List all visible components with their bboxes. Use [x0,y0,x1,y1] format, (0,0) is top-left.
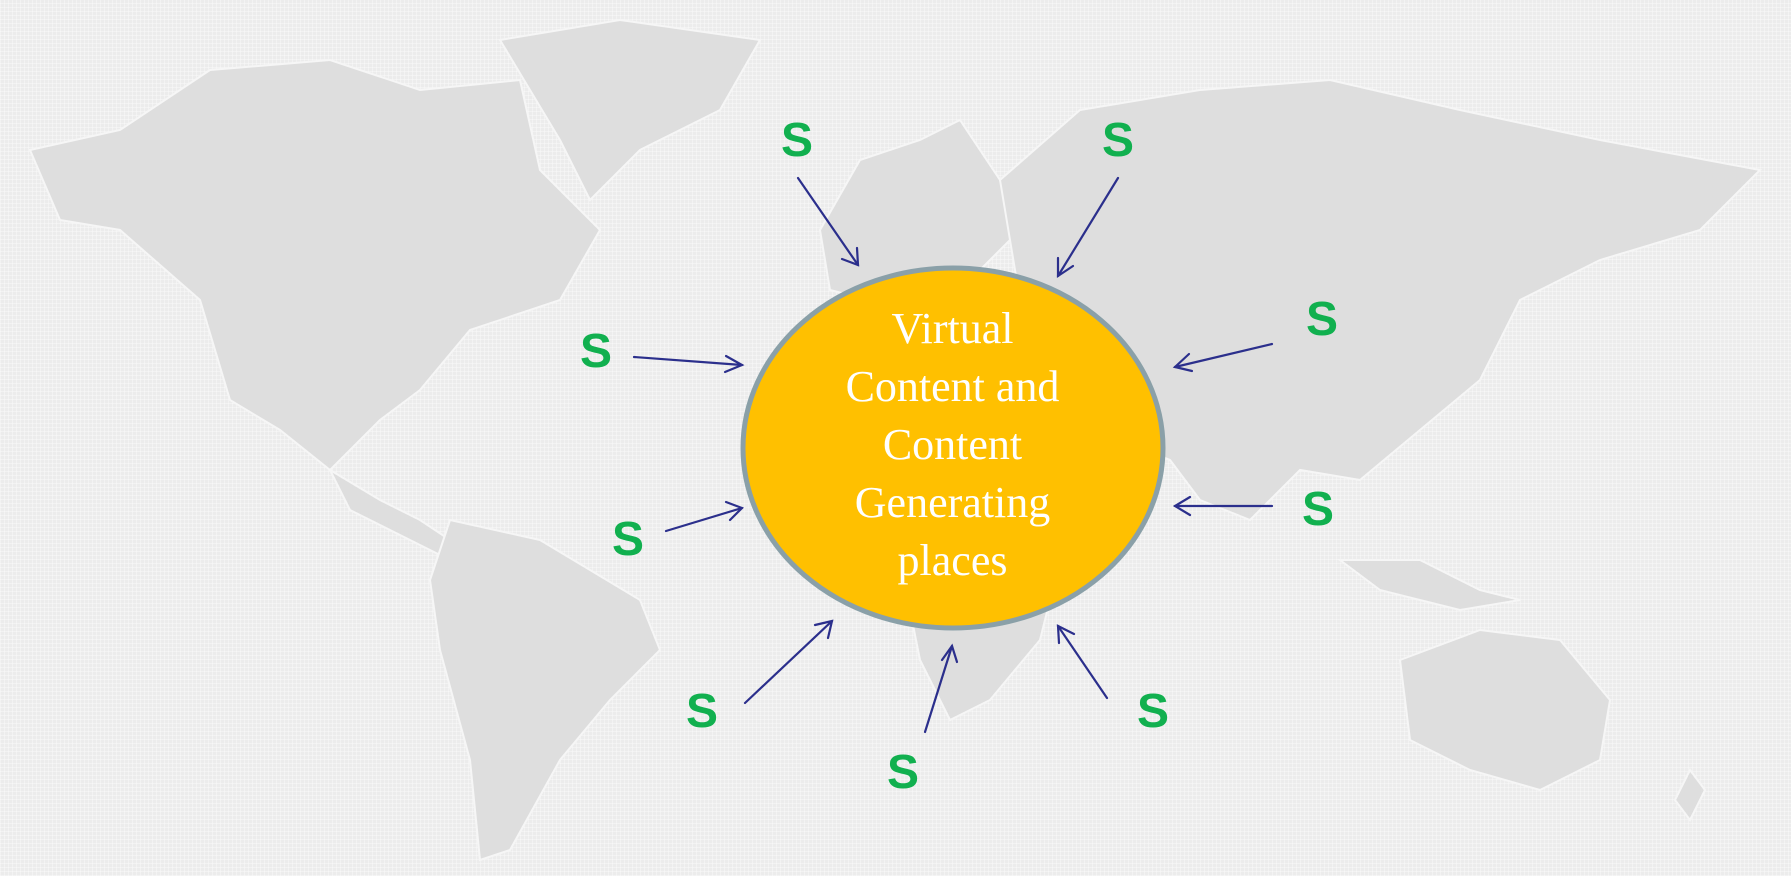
source-node-right-lower: S [1302,483,1335,536]
center-node-label: Virtual Content and Content Generating p… [800,300,1105,590]
arrow-2 [1056,176,1120,279]
arrow-6 [1172,495,1274,517]
continent-australia [1398,628,1612,792]
arrow-4 [1172,342,1274,373]
source-node-left-lower: S [612,513,645,566]
continent-greenland [498,18,762,202]
source-node-right-upper: S [1306,293,1339,346]
center-line-1: Virtual [891,304,1014,353]
center-line-4: Generating [854,478,1051,527]
arrow-1 [796,176,860,267]
center-line-2: Content and [845,362,1060,411]
source-node-top-left: S [781,114,814,167]
continent-new-zealand [1673,768,1707,822]
arrow-7 [743,619,834,705]
continent-south-america [428,518,662,862]
continent-north-america [28,58,602,472]
arrow-3 [632,354,745,374]
arrow-8 [923,643,959,734]
source-node-left-upper: S [580,325,613,378]
source-node-top-right: S [1102,114,1135,167]
continent-indonesia [1337,559,1521,612]
source-node-bottom-right: S [1137,685,1170,738]
arrow-9 [1056,624,1109,700]
source-node-bottom: S [887,746,920,799]
center-line-5: places [897,536,1008,585]
center-line-3: Content [882,420,1023,469]
center-ellipse [740,265,1166,631]
source-node-bottom-left: S [686,685,719,738]
arrow-5 [664,500,744,533]
